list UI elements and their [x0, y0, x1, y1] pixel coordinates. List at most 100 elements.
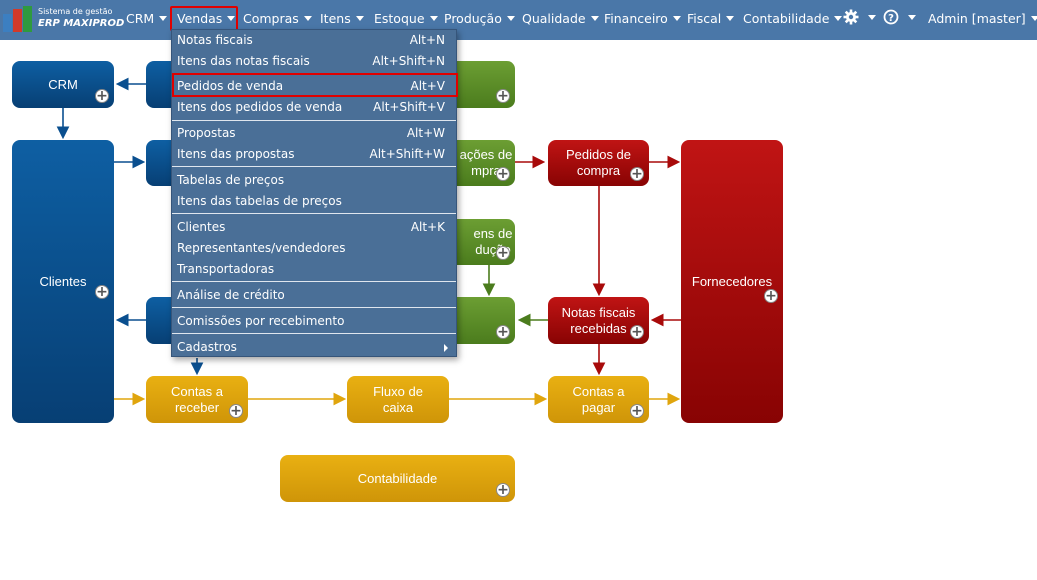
menu-settings[interactable]	[843, 9, 876, 25]
add-icon[interactable]: +	[630, 403, 644, 419]
flow-crm[interactable]: CRM +	[12, 61, 114, 108]
flow-ordens-label-1: ens de	[473, 226, 513, 241]
add-icon[interactable]: +	[496, 324, 510, 340]
flow-fluxo-label-1: Fluxo de	[373, 383, 423, 399]
chevron-down-icon	[726, 16, 735, 21]
flow-contas-receber-label-1: Contas a	[170, 383, 224, 399]
menu-item-label: Transportadoras	[177, 262, 275, 276]
menu-item-shortcut: Alt+N	[409, 33, 445, 47]
add-icon[interactable]: +	[630, 166, 644, 182]
chevron-down-icon	[590, 16, 599, 21]
add-icon[interactable]: +	[229, 403, 243, 419]
flow-contabilidade[interactable]: Contabilidade +	[280, 455, 515, 502]
flow-crm-label: CRM	[48, 76, 78, 92]
menu-item-shortcut: Alt+W	[406, 126, 445, 140]
flow-notas-recebidas[interactable]: Notas fiscais recebidas +	[548, 297, 649, 344]
chevron-down-icon	[355, 16, 364, 21]
flow-contas-receber[interactable]: Contas a receber +	[146, 376, 248, 423]
flow-solicitacoes-label-2: mpra	[471, 163, 501, 178]
add-icon[interactable]: +	[496, 88, 510, 104]
flow-pedidos-compra-label-1: Pedidos de	[565, 147, 632, 162]
chevron-down-icon	[227, 16, 236, 21]
menu-item-notas-fiscais[interactable]: Notas fiscais Alt+N	[172, 30, 456, 51]
menu-item-label: Itens das tabelas de preços	[177, 194, 342, 208]
chevron-down-icon	[672, 16, 681, 21]
vendas-dropdown-menu: Notas fiscais Alt+N Itens das notas fisca…	[171, 29, 457, 357]
brand-name: ERP MAXIPROD	[38, 18, 125, 29]
flow-clientes[interactable]: Clientes +	[12, 140, 114, 423]
menu-item-label: Representantes/vendedores	[177, 241, 346, 255]
menu-item-label: Pedidos de venda	[177, 79, 284, 93]
add-icon[interactable]: +	[95, 88, 109, 104]
menu-itens[interactable]: Itens	[320, 11, 364, 27]
menu-item-pedidos-de-venda[interactable]: Pedidos de venda Alt+V	[172, 76, 456, 97]
flow-contas-receber-label-2: receber	[174, 399, 220, 415]
menu-item-label: Análise de crédito	[177, 288, 285, 302]
flow-contas-pagar[interactable]: Contas a pagar +	[548, 376, 649, 423]
add-icon[interactable]: +	[496, 482, 510, 498]
add-icon[interactable]: +	[630, 324, 644, 340]
menu-item-propostas[interactable]: Propostas Alt+W	[172, 123, 456, 144]
menu-item-tabelas-precos[interactable]: Tabelas de preços	[172, 170, 456, 191]
menu-separator	[172, 166, 456, 167]
chevron-down-icon	[1030, 16, 1037, 21]
menu-item-analise-credito[interactable]: Análise de crédito	[172, 285, 456, 306]
flow-contas-pagar-label-2: pagar	[581, 399, 616, 415]
chevron-down-icon	[429, 16, 438, 21]
menu-financeiro[interactable]: Financeiro	[604, 11, 681, 27]
menu-item-cadastros[interactable]: Cadastros	[172, 337, 456, 358]
menu-item-transportadoras[interactable]: Transportadoras	[172, 259, 456, 280]
help-icon: ?	[883, 9, 899, 25]
chevron-down-icon	[159, 16, 168, 21]
menu-contabilidade[interactable]: Contabilidade	[743, 11, 843, 27]
svg-text:?: ?	[888, 13, 894, 24]
menu-item-representantes[interactable]: Representantes/vendedores	[172, 238, 456, 259]
flow-fornecedores-label: Fornecedores	[691, 273, 773, 289]
menu-crm[interactable]: CRM	[126, 11, 168, 27]
chevron-down-icon	[506, 16, 515, 21]
add-icon[interactable]: +	[95, 284, 109, 300]
menu-separator	[172, 307, 456, 308]
menu-separator	[172, 281, 456, 282]
flow-contabilidade-label: Contabilidade	[357, 470, 438, 486]
menu-item-label: Notas fiscais	[177, 33, 253, 47]
add-icon[interactable]: +	[496, 245, 510, 261]
menu-separator	[172, 333, 456, 334]
menu-fiscal[interactable]: Fiscal	[687, 11, 735, 27]
add-icon[interactable]: +	[764, 288, 778, 304]
flow-pedidos-compra-label-2: compra	[576, 163, 621, 178]
flow-pedidos-compra[interactable]: Pedidos de compra +	[548, 140, 649, 186]
menu-vendas[interactable]: Vendas	[177, 11, 236, 27]
flow-fornecedores[interactable]: Fornecedores +	[681, 140, 783, 423]
chevron-down-icon	[908, 15, 916, 20]
brand-subtitle: Sistema de gestão	[38, 7, 113, 16]
add-icon[interactable]: +	[496, 166, 510, 182]
menu-item-itens-tabelas-precos[interactable]: Itens das tabelas de preços	[172, 191, 456, 212]
menu-qualidade[interactable]: Qualidade	[522, 11, 599, 27]
flow-fluxo-label-2: caixa	[382, 399, 414, 415]
menu-separator	[172, 120, 456, 121]
chevron-down-icon	[868, 15, 876, 20]
maxiprod-logo-icon[interactable]	[3, 6, 33, 32]
menu-item-label: Itens das propostas	[177, 147, 295, 161]
menu-item-comissoes[interactable]: Comissões por recebimento	[172, 311, 456, 332]
menu-item-label: Cadastros	[177, 340, 237, 354]
menu-user[interactable]: Admin [master]	[928, 11, 1037, 27]
menu-help[interactable]: ?	[883, 9, 916, 25]
menu-item-label: Propostas	[177, 126, 236, 140]
menu-producao[interactable]: Produção	[444, 11, 515, 27]
menu-item-label: Comissões por recebimento	[177, 314, 345, 328]
menu-item-shortcut: Alt+K	[410, 220, 445, 234]
flow-notas-recebidas-label-1: Notas fiscais	[561, 304, 636, 320]
flow-fluxo-caixa[interactable]: Fluxo de caixa	[347, 376, 449, 423]
menu-item-shortcut: Alt+Shift+V	[373, 100, 445, 114]
menu-estoque[interactable]: Estoque	[374, 11, 438, 27]
menu-compras[interactable]: Compras	[243, 11, 312, 27]
menu-item-shortcut: Alt+V	[410, 79, 445, 93]
